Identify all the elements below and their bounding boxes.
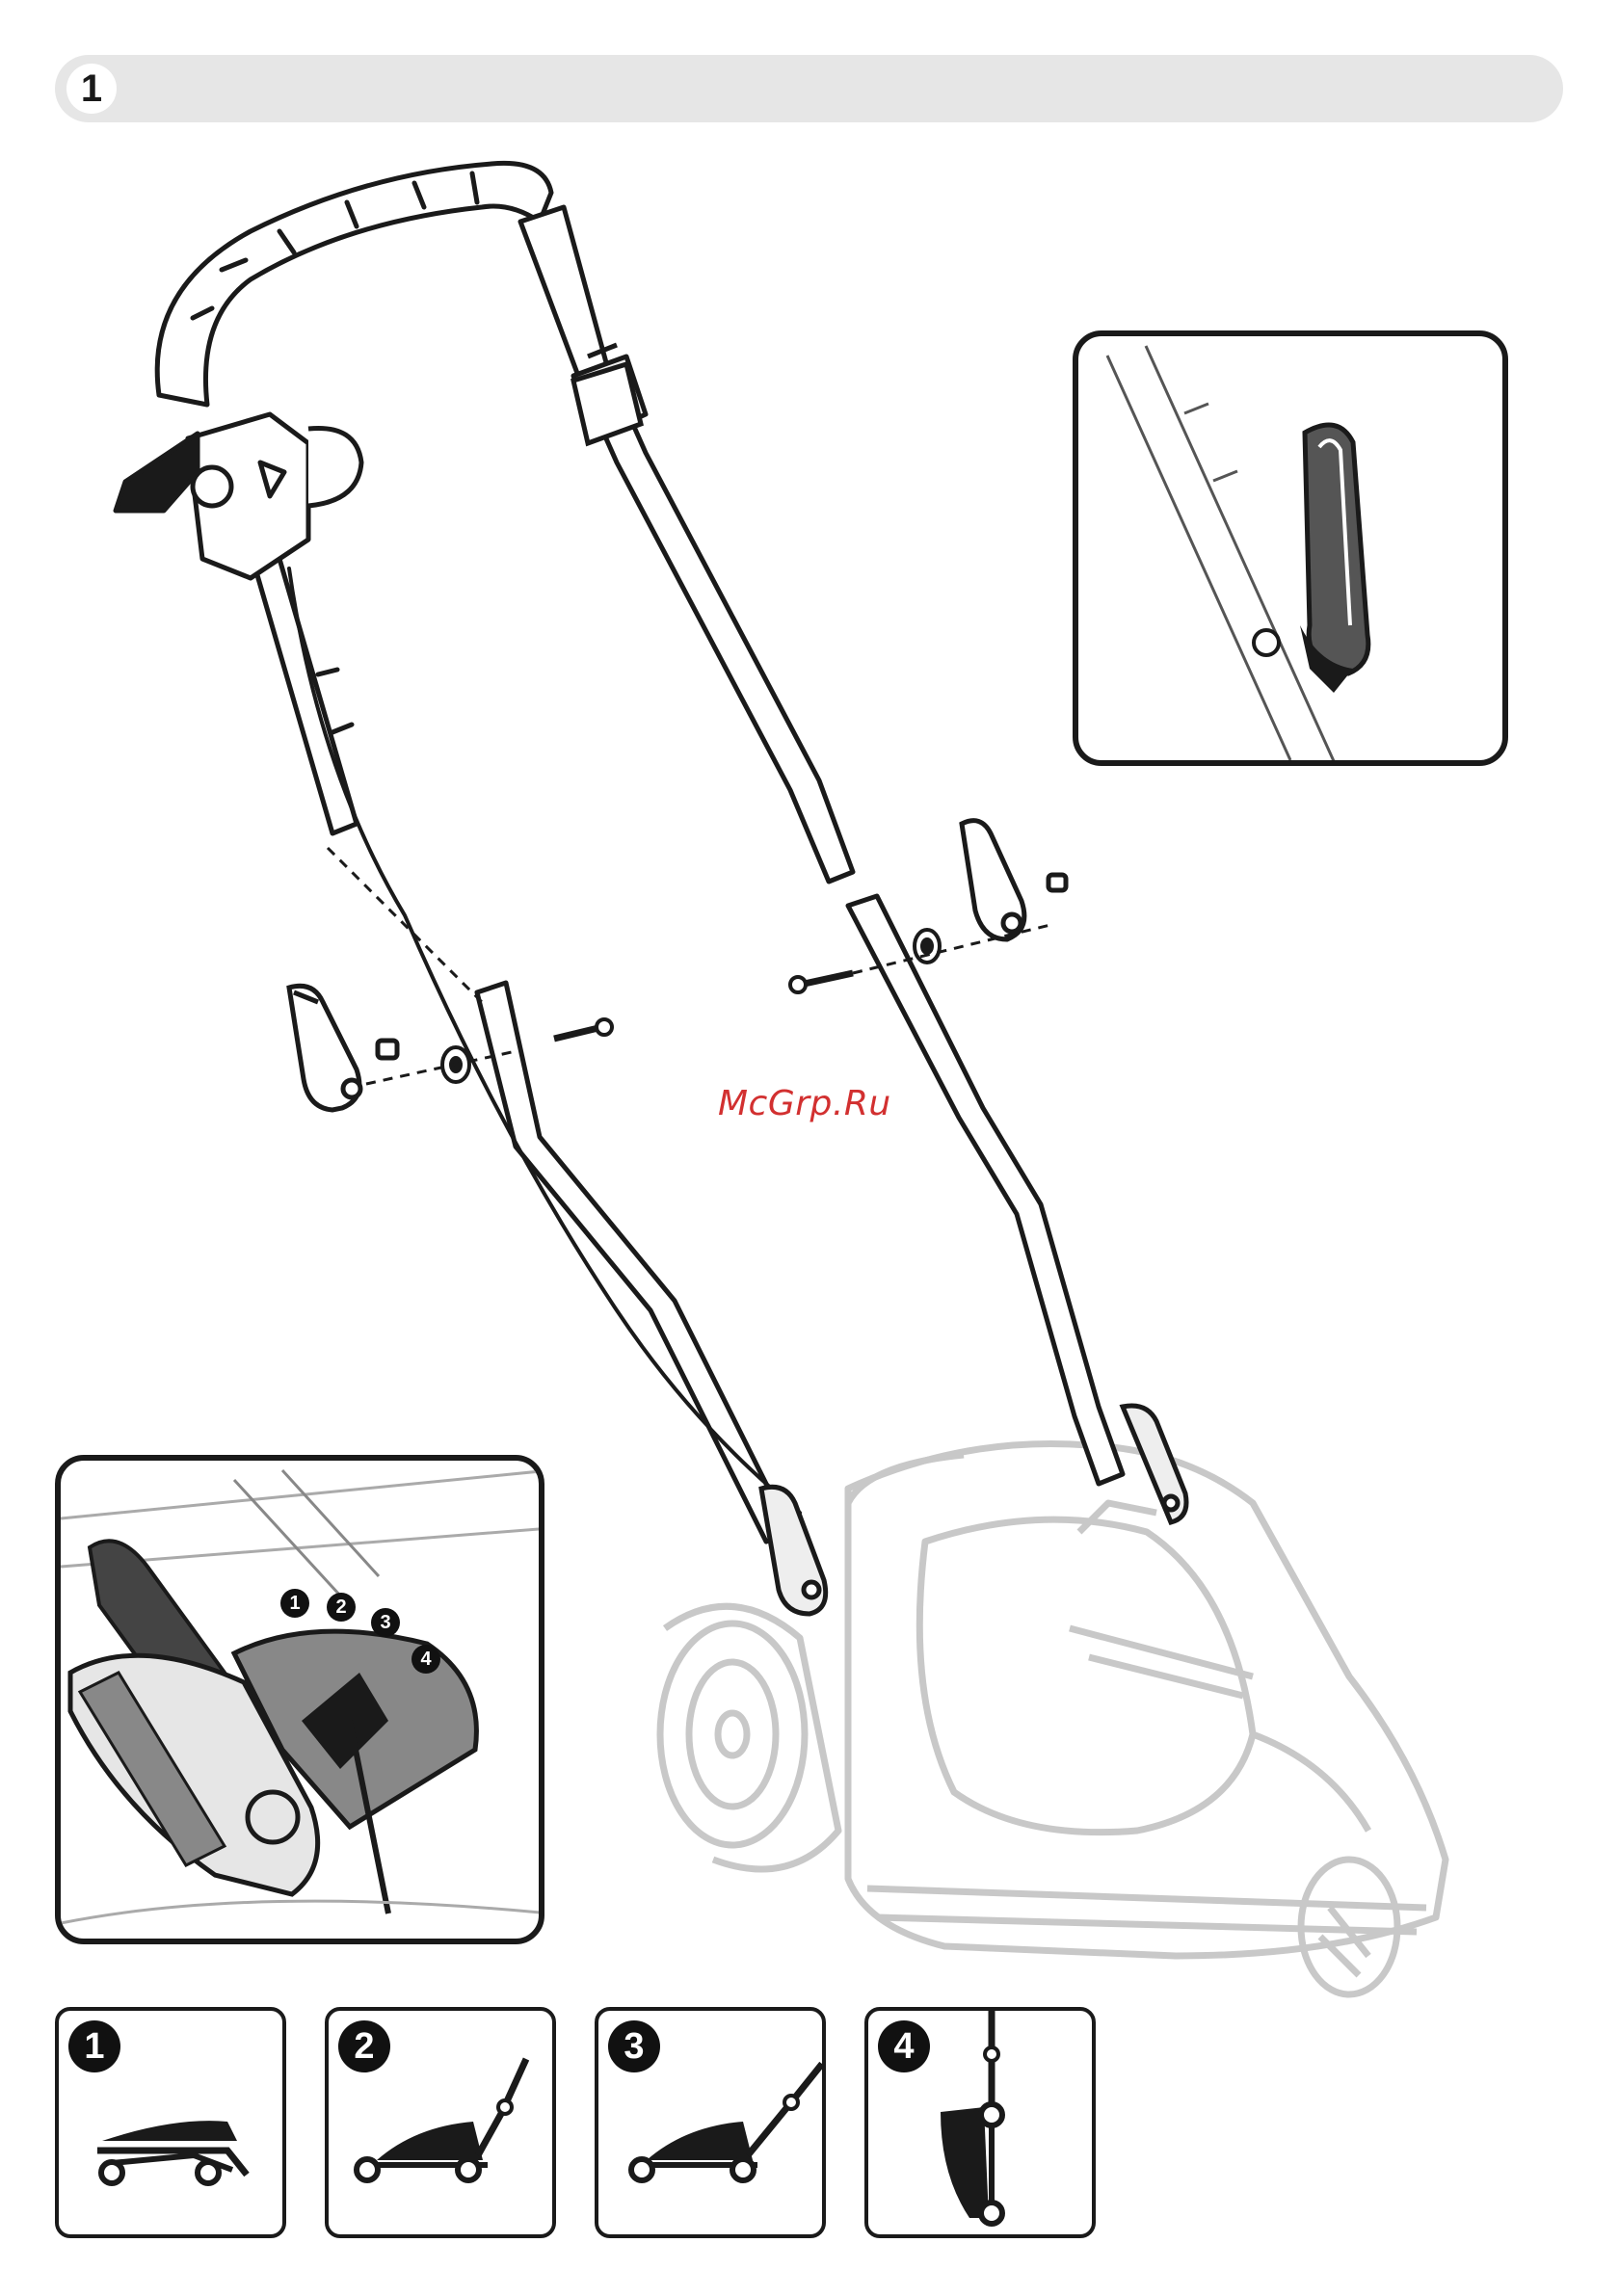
lever-closeup-inset — [1073, 330, 1508, 766]
height-label-1: 1 — [280, 1589, 309, 1618]
position-4-box: 4 — [864, 2007, 1096, 2238]
mower-handle-high-icon — [598, 2011, 822, 2234]
height-label-2: 2 — [327, 1593, 356, 1622]
left-quick-release-lever — [289, 986, 397, 1110]
mower-handle-low-icon — [329, 2011, 552, 2234]
switch-box — [116, 414, 361, 578]
watermark-text: McGrp.Ru — [718, 1084, 891, 1123]
right-quick-release-lever — [962, 821, 1066, 939]
height-label-3: 3 — [371, 1608, 400, 1637]
height-detail-drawing — [61, 1461, 544, 1944]
height-label-4: 4 — [411, 1645, 440, 1674]
mower-handle-folded-icon — [59, 2011, 282, 2234]
position-2-box: 2 — [325, 2007, 556, 2238]
lower-levers — [761, 1406, 1186, 1614]
position-3-box: 3 — [595, 2007, 826, 2238]
mower-upright-storage-icon — [868, 2011, 1092, 2234]
position-1-box: 1 — [55, 2007, 286, 2238]
height-detail-inset: 1 2 3 4 — [55, 1455, 544, 1944]
lever-closeup-drawing — [1078, 336, 1508, 766]
